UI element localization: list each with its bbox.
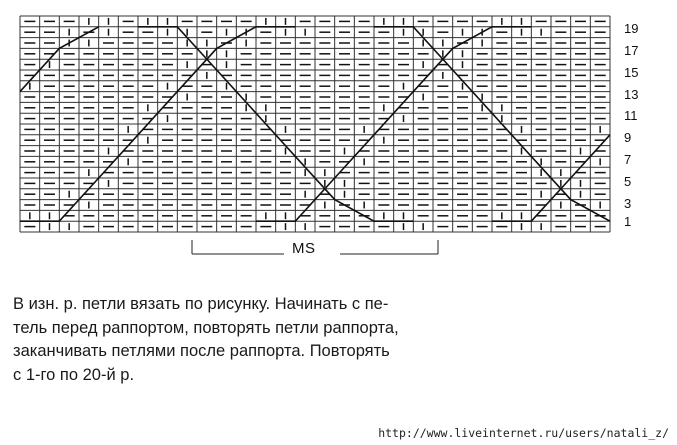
instructions-text: В изн. р. петли вязать по рисунку. Начин… (13, 293, 573, 387)
row-number-9: 9 (624, 130, 632, 145)
chart-grid (19, 15, 611, 233)
row-number-17: 17 (624, 43, 639, 58)
repeat-label: MS (292, 240, 316, 257)
cable-line (20, 26, 296, 222)
row-number-13: 13 (624, 87, 639, 102)
instructions-line: В изн. р. петли вязать по рисунку. Начин… (13, 295, 389, 313)
instructions-line: тель перед раппортом, повторять петли ра… (13, 318, 399, 337)
row-number-15: 15 (624, 65, 639, 80)
source-url: http://www.liveinternet.ru/users/natali_… (378, 426, 669, 440)
row-number-3: 3 (624, 196, 632, 211)
row-number-7: 7 (624, 152, 632, 167)
instructions-line: с 1-го по 20-й р. (13, 365, 135, 384)
row-number-11: 11 (624, 108, 638, 123)
row-number-19: 19 (624, 21, 639, 36)
stitch-symbols (24, 17, 606, 231)
instructions-line: заканчивать петлями после раппорта. Повт… (13, 342, 390, 360)
cable-line (374, 26, 611, 222)
cable-line (138, 26, 414, 222)
cable-line (19, 26, 100, 93)
repeat-bracket (191, 240, 439, 255)
row-number-5: 5 (624, 174, 632, 189)
cable-line (256, 26, 532, 222)
cable-lines (19, 26, 611, 222)
cable-line (492, 134, 611, 222)
row-number-1: 1 (624, 214, 632, 229)
